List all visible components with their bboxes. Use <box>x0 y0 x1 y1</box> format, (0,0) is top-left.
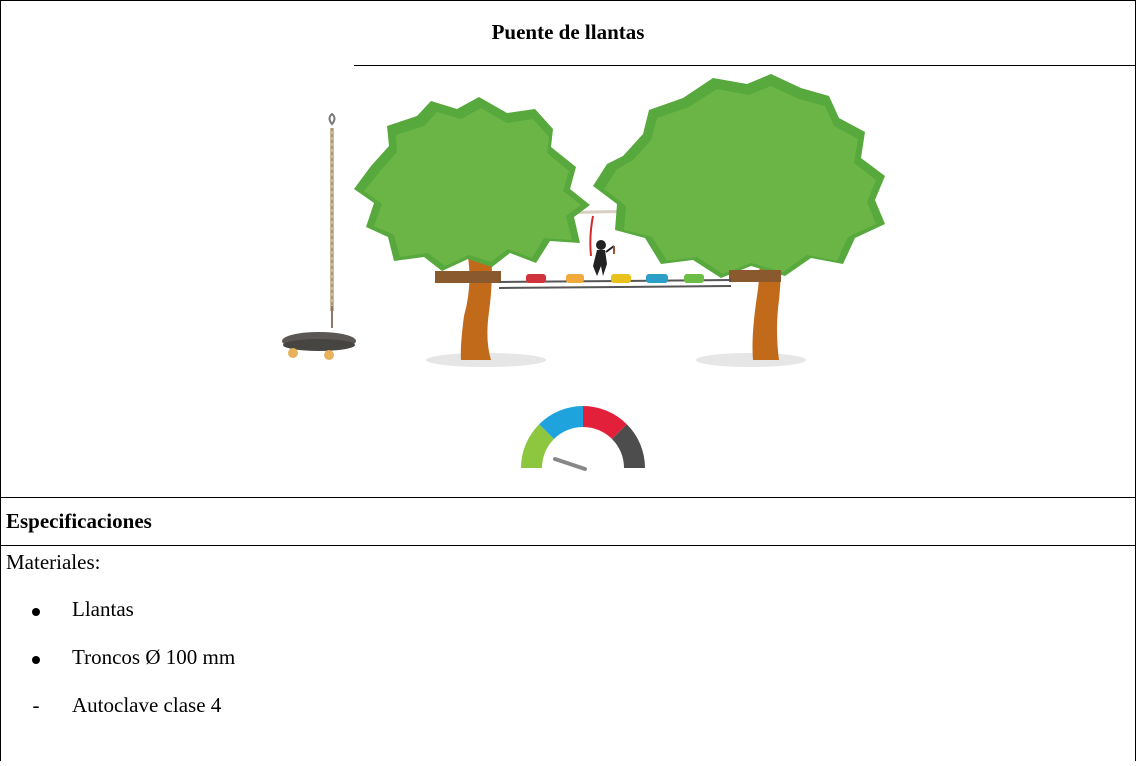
tree-icon <box>593 74 885 360</box>
specs-heading-row: Especificaciones <box>1 498 1135 546</box>
title-row: Puente de llantas <box>1 1 1135 66</box>
difficulty-gauge-icon <box>521 406 645 471</box>
list-item-text: Llantas <box>72 597 134 621</box>
specs-heading: Especificaciones <box>6 509 152 533</box>
illustration-cell <box>1 66 1135 498</box>
materials-label: Materiales: <box>6 550 101 574</box>
list-item-text: Autoclave clase 4 <box>72 693 222 717</box>
divider-gap-left <box>1 64 354 66</box>
rope-swing-icon <box>282 112 356 360</box>
page-title: Puente de llantas <box>491 20 645 44</box>
specs-body: Materiales: Llantas Troncos Ø 100 mm - A… <box>1 546 1135 766</box>
list-item-text: Troncos Ø 100 mm <box>72 645 236 669</box>
tire-bridge-icon <box>498 274 732 289</box>
climber-icon <box>589 215 615 276</box>
dash-icon: - <box>32 693 40 717</box>
tire-bridge-illustration <box>282 74 885 471</box>
tree-icon <box>354 97 590 360</box>
